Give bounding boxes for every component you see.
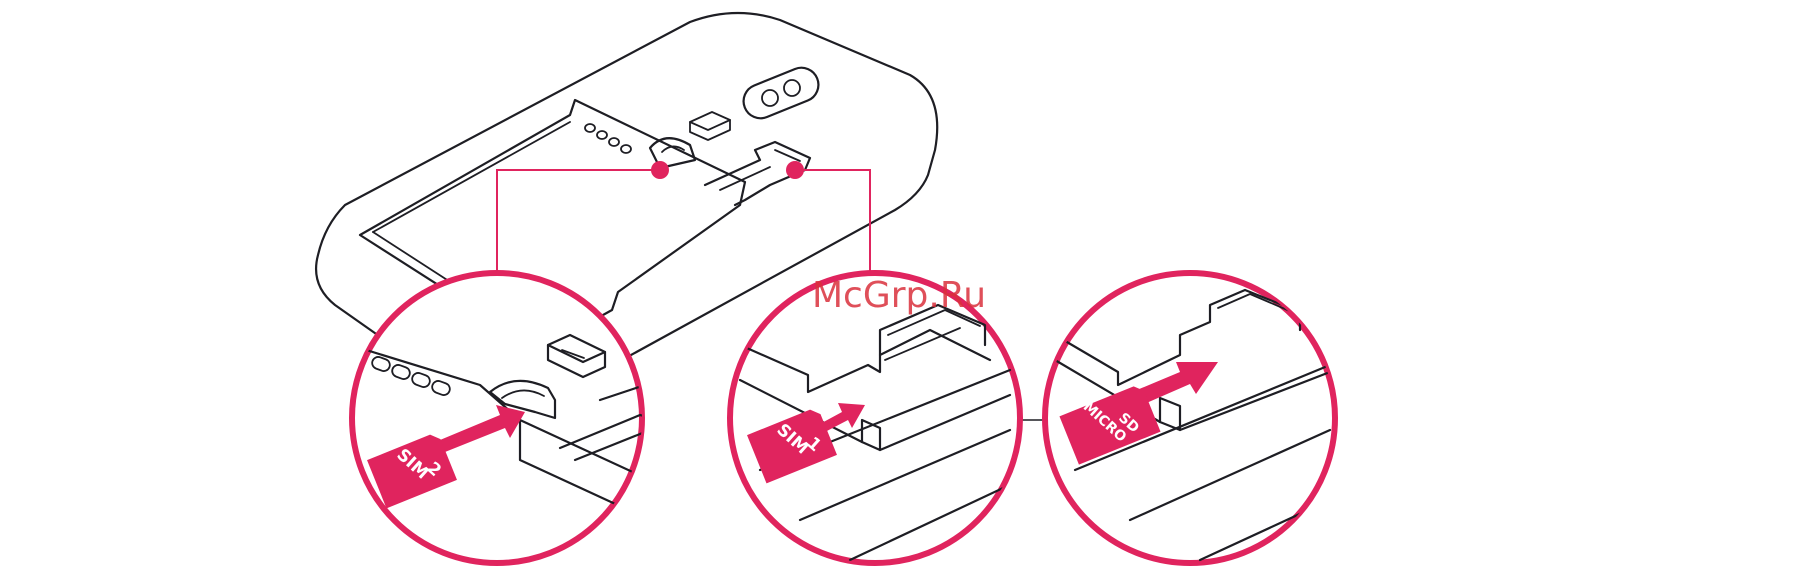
callout-sim2: SIM 2 bbox=[350, 273, 660, 563]
watermark: McGrp.Ru bbox=[812, 275, 986, 316]
callout-sim1: SIM 1 bbox=[730, 273, 1020, 563]
sim1-slot-marker bbox=[786, 161, 804, 179]
camera-module bbox=[738, 63, 823, 124]
contact-pins bbox=[585, 124, 631, 153]
sim2-slot-marker bbox=[651, 161, 669, 179]
callout-microsd: MICRO SD bbox=[1045, 273, 1335, 563]
